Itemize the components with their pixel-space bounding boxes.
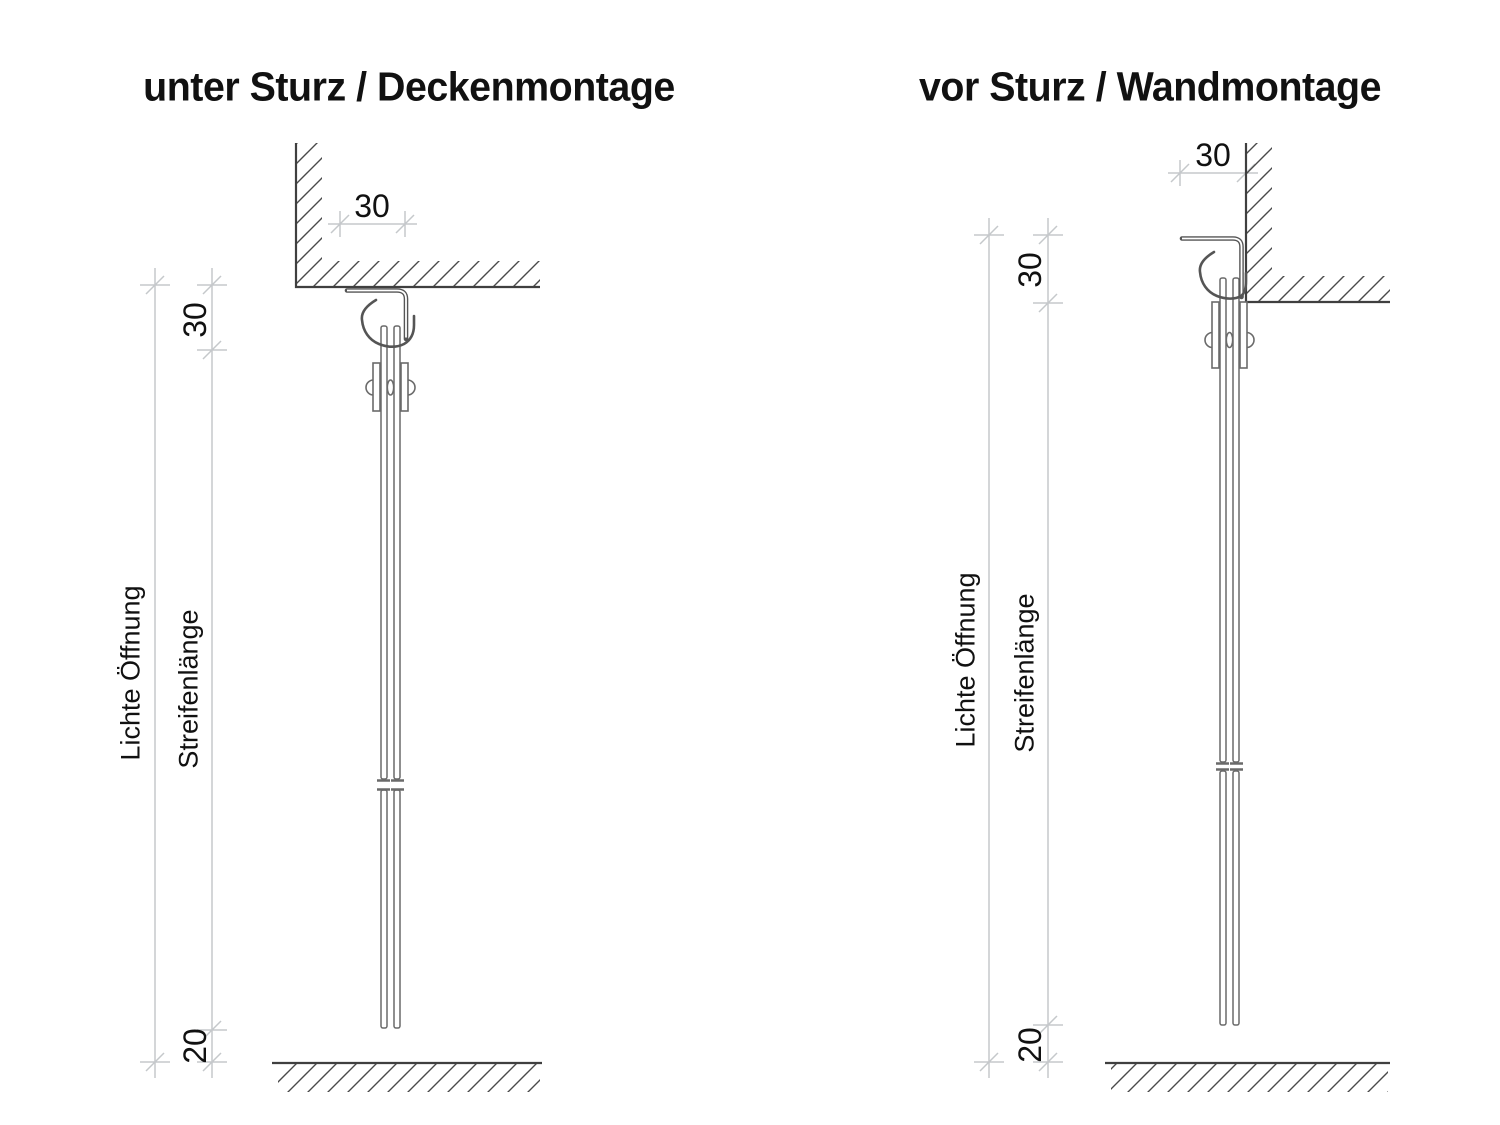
left-dimension-lines (140, 211, 417, 1078)
right-dim-gap-value: 20 (1012, 1027, 1048, 1063)
right-strip-pair (1216, 277, 1243, 1026)
right-strip-upper-a (1219, 277, 1227, 763)
left-lintel-section (294, 143, 540, 289)
right-clamp-plate-left (1211, 301, 1220, 369)
left-suspension-hook (360, 298, 416, 348)
right-diagram-title: vor Sturz / Wandmontage (918, 63, 1382, 110)
right-rail-profile (1179, 236, 1244, 300)
left-strip-upper-a (380, 325, 388, 780)
left-floor-section (272, 1061, 542, 1092)
left-clamp-pin (386, 379, 395, 396)
left-strip-lower-a (380, 789, 388, 1029)
right-suspension-hook (1198, 250, 1248, 300)
left-strip-upper-b (393, 325, 401, 780)
right-strip-lower-b (1232, 770, 1240, 1026)
right-diagram-artwork (974, 143, 1390, 1092)
right-clamp-pin (1225, 331, 1234, 349)
left-clamp-button-left (365, 379, 374, 396)
left-dim-gap-value: 20 (177, 1028, 213, 1064)
left-rail-profile (344, 288, 409, 342)
left-dim-width-value: 30 (354, 188, 390, 224)
right-clamp-button-left (1204, 331, 1213, 349)
left-lintel-hatching (296, 143, 540, 287)
left-clamp-plate-right (400, 362, 409, 412)
left-diagram-title: unter Sturz / Deckenmontage (143, 63, 675, 110)
left-strip-pair (377, 325, 404, 1029)
right-strip-clamp (1204, 301, 1255, 369)
right-floor-section (1105, 1061, 1390, 1092)
left-diagram-artwork (140, 143, 542, 1092)
right-lintel-section (1244, 143, 1390, 304)
left-dim-height-value: 30 (177, 302, 213, 338)
right-dim-width-value: 30 (1195, 137, 1231, 173)
right-strip-joint (1216, 762, 1243, 771)
right-clamp-button-right (1246, 331, 1255, 349)
right-dim-height-value: 30 (1012, 252, 1048, 288)
right-clear-opening-label: Lichte Öffnung (950, 572, 981, 748)
left-clear-opening-label: Lichte Öffnung (115, 585, 146, 761)
left-floor-hatching (278, 1063, 540, 1092)
right-lintel-hatching (1246, 143, 1390, 302)
left-strip-length-label: Streifenlänge (173, 609, 204, 769)
right-strip-length-label: Streifenlänge (1009, 593, 1040, 753)
left-strip-clamp (365, 362, 416, 412)
right-strip-upper-b (1232, 277, 1240, 763)
left-lintel-outline (294, 143, 540, 289)
right-strip-lower-a (1219, 770, 1227, 1026)
left-clamp-plate-left (372, 362, 381, 412)
left-strip-joint (377, 779, 404, 791)
left-strip-lower-b (393, 789, 401, 1029)
left-dimension-ticks (140, 211, 415, 1072)
right-floor-hatching (1111, 1063, 1388, 1092)
left-clamp-button-right (407, 379, 416, 396)
right-clamp-plate-right (1239, 301, 1248, 369)
